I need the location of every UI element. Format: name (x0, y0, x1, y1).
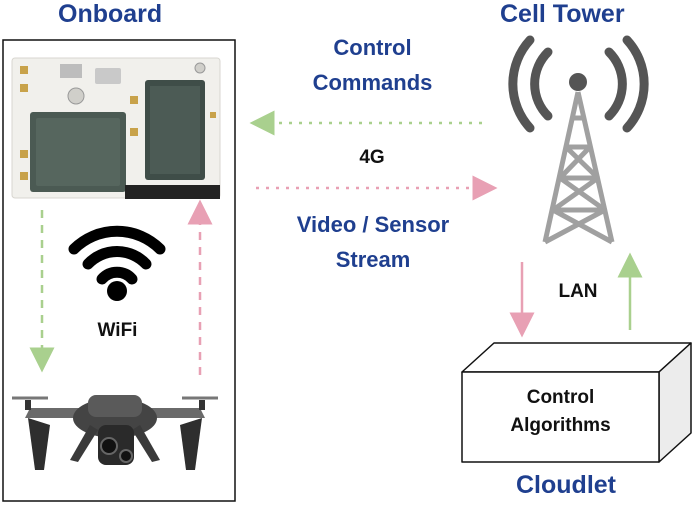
compute-board-icon (11, 57, 221, 199)
wifi-icon (68, 225, 166, 301)
control-alg-line2: Algorithms (510, 415, 611, 436)
link-4g-label: 4G (359, 147, 385, 168)
server-box-icon (461, 342, 692, 463)
video-stream-label: Video / Sensor Stream (268, 207, 478, 277)
video-line2: Stream (335, 247, 411, 272)
control-commands-label: Control Commands (285, 30, 460, 100)
cell-tower-title: Cell Tower (500, 0, 625, 28)
onboard-title: Onboard (58, 0, 163, 28)
lan-label: LAN (558, 281, 598, 302)
wifi-label: WiFi (97, 320, 138, 341)
cloudlet-title: Cloudlet (516, 471, 616, 499)
drone-icon (12, 395, 218, 470)
control-algorithms-label: Control Algorithms (462, 384, 659, 440)
video-line1: Video / Sensor (296, 212, 450, 237)
onboard-frame (2, 39, 236, 502)
cell-tower-icon (508, 35, 649, 245)
control-alg-line1: Control (526, 387, 595, 408)
control-commands-line1: Control (333, 35, 412, 60)
control-commands-line2: Commands (312, 70, 433, 95)
